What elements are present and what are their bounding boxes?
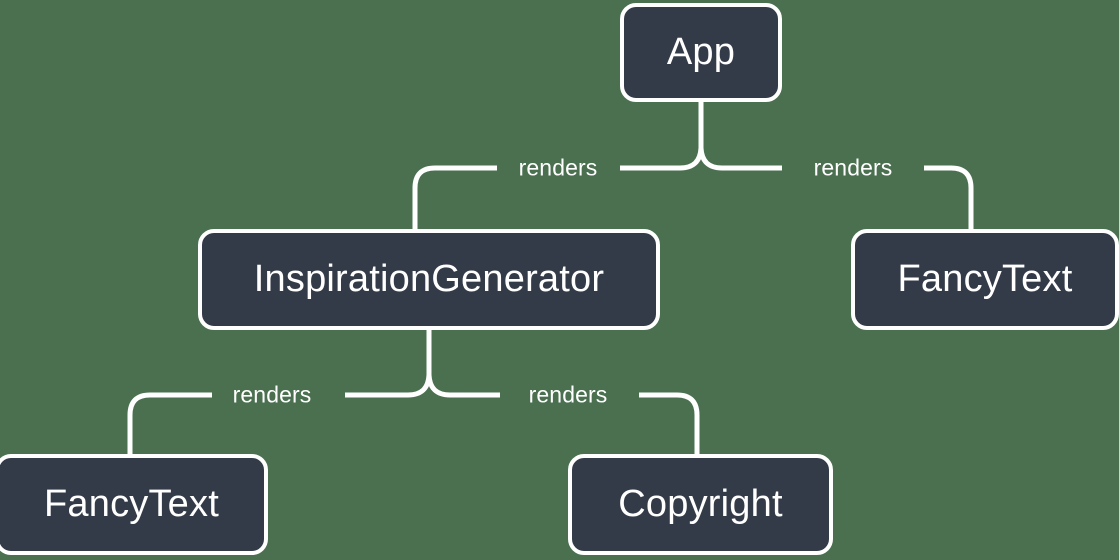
node-app-label: App — [666, 31, 736, 73]
connector-inspgen-to-copyright-tail — [639, 392, 700, 454]
node-fancytext-right-label: FancyText — [897, 258, 1073, 300]
connector-app-to-fancy-right — [698, 147, 782, 171]
node-copyright[interactable]: Copyright — [568, 454, 833, 555]
connector-app-to-inspgen — [620, 147, 704, 171]
node-inspirationgenerator[interactable]: InspirationGenerator — [198, 229, 660, 330]
edge-label-app-to-fancytext: renders — [813, 154, 893, 181]
connector-inspgen-to-copyright — [426, 374, 500, 398]
node-fancytext-right[interactable]: FancyText — [851, 229, 1119, 330]
edge-label-app-to-inspirationgenerator: renders — [518, 154, 598, 181]
node-copyright-label: Copyright — [618, 483, 783, 525]
node-app[interactable]: App — [620, 3, 782, 102]
connector-app-to-inspgen-tail — [412, 165, 497, 229]
connector-app-to-fancy-right-tail — [924, 165, 974, 229]
connector-inspgen-to-fancy-left — [345, 374, 432, 398]
node-fancytext-left-label: FancyText — [44, 483, 219, 525]
node-inspirationgenerator-label: InspirationGenerator — [253, 258, 605, 300]
node-fancytext-left[interactable]: FancyText — [0, 454, 268, 555]
edge-label-inspirationgenerator-to-copyright: renders — [528, 381, 608, 408]
connector-inspgen-to-fancy-left-tail — [127, 392, 212, 454]
edge-label-inspirationgenerator-to-fancytext: renders — [232, 381, 312, 408]
